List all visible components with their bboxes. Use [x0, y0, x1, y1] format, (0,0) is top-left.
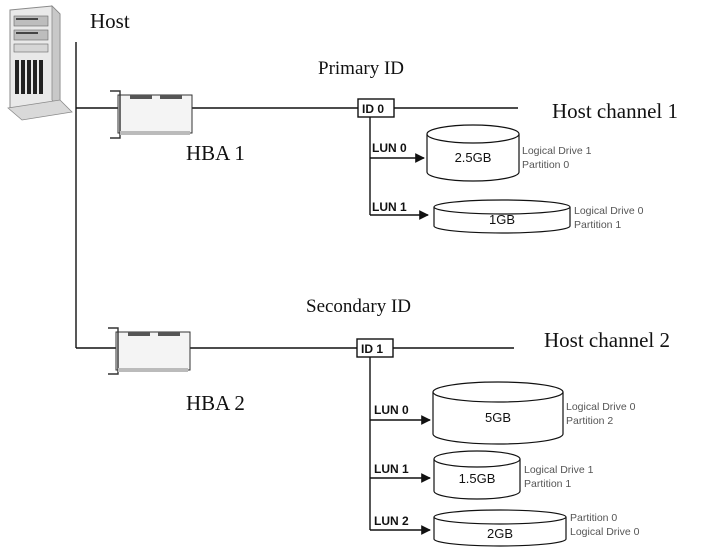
disk-capacity: 1GB	[489, 212, 515, 227]
host-computer-icon	[7, 5, 73, 121]
host-channel-2-label: Host channel 2	[544, 328, 670, 352]
id-0-box	[357, 98, 395, 118]
partition-text: Partition 1	[574, 219, 621, 231]
logical-drive-text: Logical Drive 1	[524, 464, 594, 476]
logical-drive-disk-icon	[433, 509, 567, 547]
host-label: Host	[90, 9, 130, 33]
logical-drive-text: Logical Drive 1	[522, 145, 592, 157]
disk-capacity: 2.5GB	[455, 150, 492, 165]
id-1-box	[356, 338, 394, 358]
logical-drive-disk-icon	[426, 124, 520, 182]
partition-text: Partition 0	[522, 159, 569, 171]
host-channel-1-label: Host channel 1	[552, 99, 678, 123]
disk-capacity: 1.5GB	[459, 471, 496, 486]
hba-2-card-icon	[108, 327, 191, 375]
primary-id-label: Primary ID	[318, 58, 404, 79]
logical-drive-text: Logical Drive 0	[574, 205, 644, 217]
disk-capacity: 2GB	[487, 526, 513, 541]
disk-capacity: 5GB	[485, 410, 511, 425]
logical-drive-text: Logical Drive 0	[570, 526, 640, 538]
partition-text: Partition 2	[566, 415, 613, 427]
hba-2-label: HBA 2	[186, 391, 245, 415]
secondary-id-label: Secondary ID	[306, 296, 411, 317]
lun-label: LUN 1	[374, 462, 409, 476]
lun-label: LUN 1	[372, 200, 407, 214]
logical-drive-disk-icon	[432, 381, 564, 445]
lun-label: LUN 0	[374, 403, 409, 417]
hba-1-label: HBA 1	[186, 141, 245, 165]
lun-label: LUN 0	[372, 141, 407, 155]
logical-drive-disk-icon	[433, 199, 571, 234]
hba-1-card-icon	[110, 90, 193, 139]
lun-label: LUN 2	[374, 514, 409, 528]
id-1-label: ID 1	[361, 342, 383, 356]
id-0-label: ID 0	[362, 102, 384, 116]
logical-drive-text: Logical Drive 0	[566, 401, 636, 413]
logical-drive-disk-icon	[433, 450, 521, 500]
partition-text: Partition 1	[524, 478, 571, 490]
partition-text: Partition 0	[570, 512, 617, 524]
